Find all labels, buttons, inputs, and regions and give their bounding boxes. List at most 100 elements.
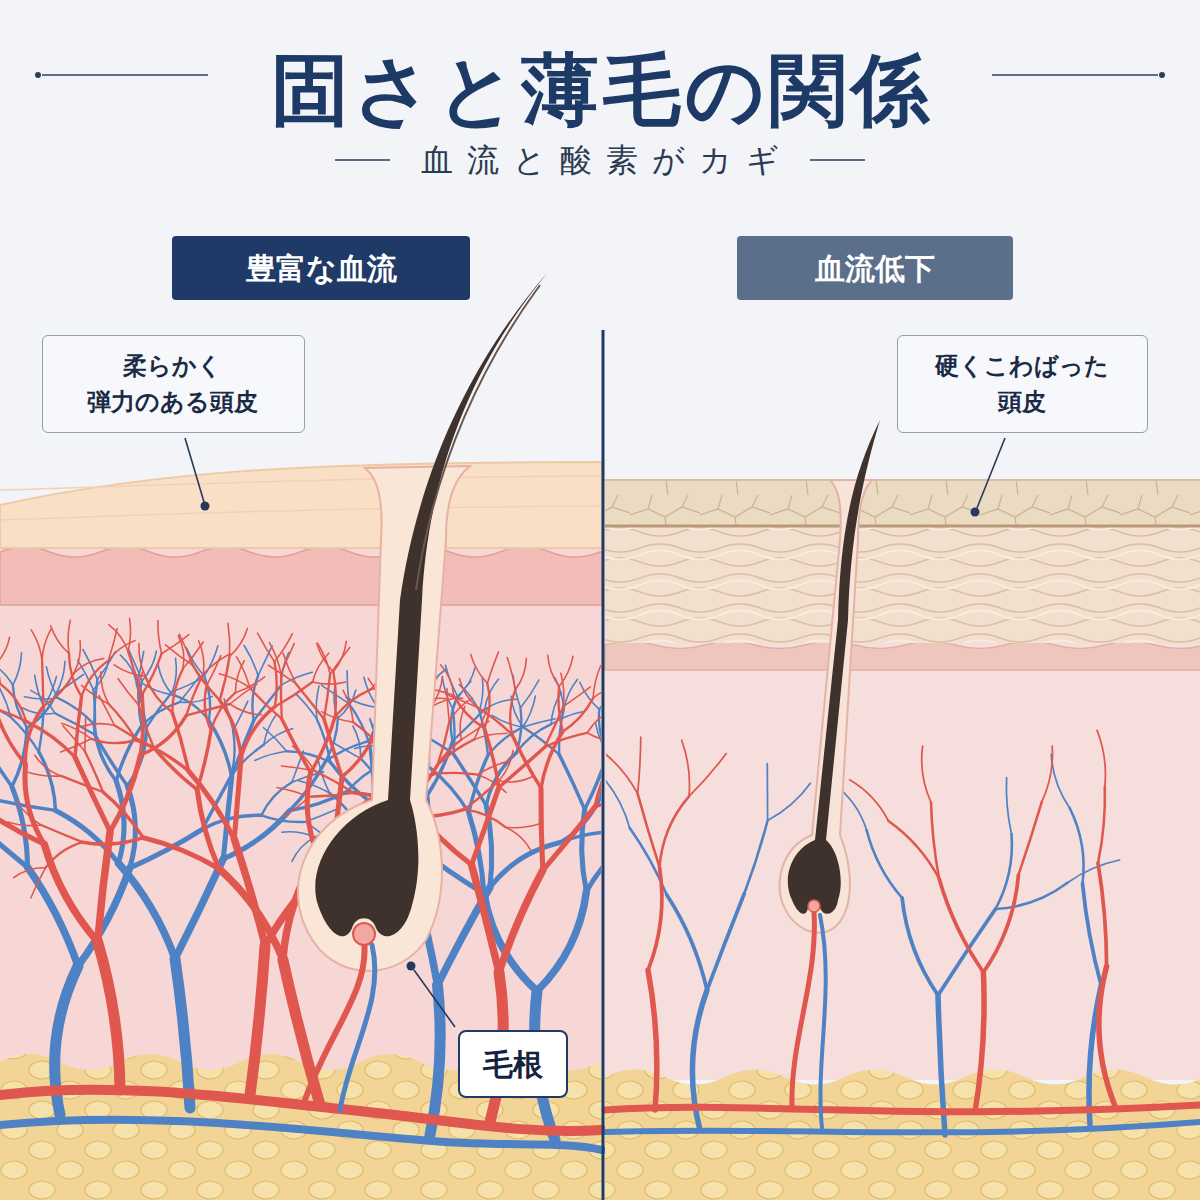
blood-vessel — [220, 656, 230, 700]
blood-vessel — [595, 750, 601, 807]
blood-vessel — [477, 707, 512, 735]
blood-vessel — [316, 686, 319, 719]
panel-heading: 豊富な血流 — [172, 236, 470, 300]
blood-vessel — [902, 898, 938, 995]
epidermis-line — [0, 476, 602, 520]
blood-vessel — [277, 788, 309, 797]
blood-vessel — [333, 672, 336, 717]
blood-vessel — [58, 698, 94, 724]
blood-vessel — [682, 740, 690, 796]
blood-vessel — [333, 641, 346, 672]
blood-vessel — [46, 667, 57, 698]
blood-vessel — [91, 739, 136, 743]
dermis — [0, 540, 602, 1080]
blood-vessel — [454, 695, 485, 728]
blood-vessel — [241, 707, 275, 758]
blood-vessel — [1097, 730, 1105, 786]
blood-vessel — [244, 646, 258, 676]
hair — [315, 272, 548, 936]
blood-vessel — [51, 626, 69, 654]
stiff-epidermis — [605, 480, 1200, 525]
title-rule — [992, 74, 1158, 76]
blood-vessel — [975, 972, 984, 1112]
blood-vessel — [138, 672, 143, 705]
blood-vessel — [280, 674, 283, 719]
blood-vessel — [561, 673, 564, 706]
subtitle: 血流と酸素がカギ — [0, 141, 1200, 179]
blood-vessel — [175, 859, 223, 959]
blood-vessel — [202, 815, 261, 829]
blood-vessel — [13, 653, 22, 685]
blood-vessel — [523, 696, 535, 727]
blood-vessel — [270, 643, 282, 674]
blood-vessel — [172, 712, 188, 771]
blood-vessel — [431, 698, 463, 707]
blood-vessel — [63, 726, 85, 751]
blood-vessel — [1068, 860, 1120, 883]
blood-vessel — [258, 646, 272, 676]
blood-vessel — [744, 821, 767, 894]
blood-vessel — [172, 669, 183, 713]
blood-vessel — [234, 757, 241, 839]
artery — [305, 940, 365, 1100]
blood-vessel — [471, 654, 488, 683]
blood-vessel — [235, 661, 244, 693]
leader-dot — [201, 502, 210, 511]
title-dot — [35, 72, 41, 78]
skin-surface — [605, 479, 1200, 481]
blood-vessel — [81, 724, 114, 727]
blood-vessel — [94, 724, 116, 781]
blood-vessel — [197, 730, 211, 789]
blood-vessel — [154, 747, 198, 789]
blood-vessel — [324, 674, 330, 719]
blood-vessel — [931, 802, 939, 878]
blood-vessel — [472, 865, 499, 973]
blood-vessel — [31, 630, 42, 661]
vessel-tree — [606, 730, 1120, 1135]
blood-vessel — [1, 684, 27, 721]
blood-vessel — [472, 787, 499, 865]
callout-box: 柔らかく 弾力のある頭皮 — [42, 335, 305, 433]
blood-vessel — [0, 651, 1, 684]
vein — [820, 915, 826, 1128]
blood-vessel — [128, 618, 130, 651]
panel-heading: 血流低下 — [737, 236, 1013, 300]
subtitle-dash — [810, 159, 865, 161]
blood-vessel — [83, 838, 144, 845]
blood-vessel — [506, 827, 531, 849]
blood-vessel — [648, 970, 657, 1110]
blood-vessel — [545, 733, 588, 747]
blood-vessel — [230, 628, 248, 656]
blood-vessel — [46, 842, 83, 868]
blood-vessel — [586, 833, 601, 892]
blood-vessel — [563, 698, 593, 731]
blood-vessel — [0, 803, 44, 845]
blood-vessel — [559, 656, 573, 686]
title-rule — [42, 74, 208, 76]
blood-vessel — [190, 657, 206, 686]
blood-vessel — [922, 746, 931, 802]
blood-vessel — [283, 653, 296, 684]
dermal-papilla — [808, 900, 820, 912]
box-text: 豊富な血流 — [246, 249, 397, 288]
box-text: 硬くこわばった 頭皮 — [931, 348, 1113, 420]
blood-vessel — [197, 790, 219, 869]
blood-vessel — [867, 830, 903, 898]
blood-vessel — [707, 894, 744, 991]
dermis — [605, 640, 1200, 1080]
blood-vessel — [281, 643, 294, 674]
panel-divider — [602, 330, 605, 1200]
blood-vessel — [296, 684, 324, 719]
blood-vessel — [521, 680, 539, 708]
blood-vessel — [523, 719, 555, 727]
blood-vessel — [119, 863, 176, 959]
blood-vessel — [82, 661, 109, 697]
blood-vessel — [114, 725, 153, 747]
blood-vessel — [35, 755, 61, 776]
blood-vessel — [1051, 754, 1070, 808]
blood-vessel — [317, 643, 334, 672]
blood-vessel — [255, 751, 287, 760]
blood-vessel — [487, 652, 498, 683]
blood-vessel — [315, 771, 354, 793]
